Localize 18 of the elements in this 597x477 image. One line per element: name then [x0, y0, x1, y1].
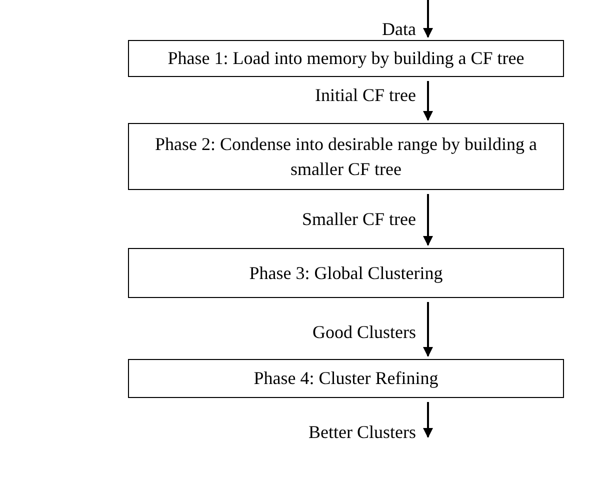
box-text: Phase 2: Condense into desirable range by building a smaller CF tree [154, 133, 538, 180]
box-text: Phase 1: Load into memory by building a CF tree [168, 47, 524, 70]
arrow [423, 402, 433, 438]
edge-label: Better Clusters [308, 423, 416, 441]
edge-label: Initial CF tree [315, 86, 416, 104]
edge-label: Smaller CF tree [302, 210, 416, 228]
process-box [128, 40, 564, 77]
arrow [423, 0, 433, 38]
process-box [128, 248, 564, 298]
edge-label: Data [382, 20, 416, 38]
arrow [423, 81, 433, 121]
process-box [128, 359, 564, 398]
process-box [128, 123, 564, 190]
arrow [423, 302, 433, 357]
arrow [423, 194, 433, 246]
box-text: Phase 4: Cluster Refining [254, 367, 438, 390]
box-text: Phase 3: Global Clustering [249, 262, 443, 285]
edge-label: Good Clusters [312, 323, 416, 341]
